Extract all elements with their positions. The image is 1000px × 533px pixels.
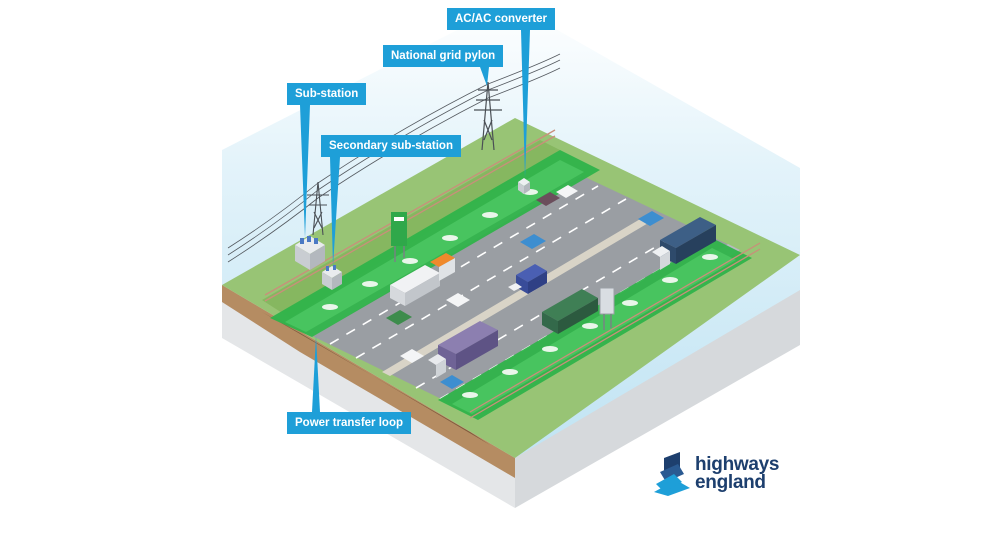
callout-sub-station: Sub-station bbox=[287, 83, 367, 105]
ac-ac-converter-icon bbox=[518, 178, 530, 194]
cars bbox=[386, 185, 664, 389]
gantry-sign-left bbox=[391, 212, 407, 262]
pylon-small-icon bbox=[307, 181, 329, 236]
gantry-sign-right bbox=[599, 287, 615, 330]
sub-station-icon bbox=[295, 236, 325, 270]
logo-text-line1: highways bbox=[695, 454, 780, 475]
lorry-purple-icon bbox=[428, 321, 498, 378]
van-blue-icon bbox=[508, 264, 547, 294]
charging-lane-right-inner bbox=[452, 248, 736, 414]
lorry-white-icon bbox=[390, 253, 455, 306]
pylon-large-icon bbox=[474, 81, 502, 151]
lorry-navy-icon bbox=[652, 217, 716, 270]
charging-pads bbox=[322, 189, 718, 398]
secondary-sub-station-icon bbox=[322, 265, 342, 290]
ground-right-face bbox=[515, 290, 800, 508]
callout-national-grid-pylon: National grid pylon bbox=[383, 45, 504, 67]
bus-green-icon bbox=[542, 289, 598, 334]
logo-text-line2: england bbox=[695, 472, 766, 493]
charging-lane-left-inner bbox=[285, 160, 584, 332]
highways-england-logo: highways england bbox=[650, 452, 800, 497]
callout-secondary-sub-station: Secondary sub-station bbox=[321, 135, 461, 157]
fence-right bbox=[469, 242, 761, 419]
soil-strip bbox=[222, 285, 515, 478]
callout-pointers bbox=[300, 30, 530, 412]
logo-mark-icon bbox=[654, 452, 690, 496]
central-reservation bbox=[382, 212, 660, 376]
callout-ac-ac-converter: AC/AC converter bbox=[447, 8, 556, 30]
callout-power-transfer-loop: Power transfer loop bbox=[287, 412, 411, 434]
